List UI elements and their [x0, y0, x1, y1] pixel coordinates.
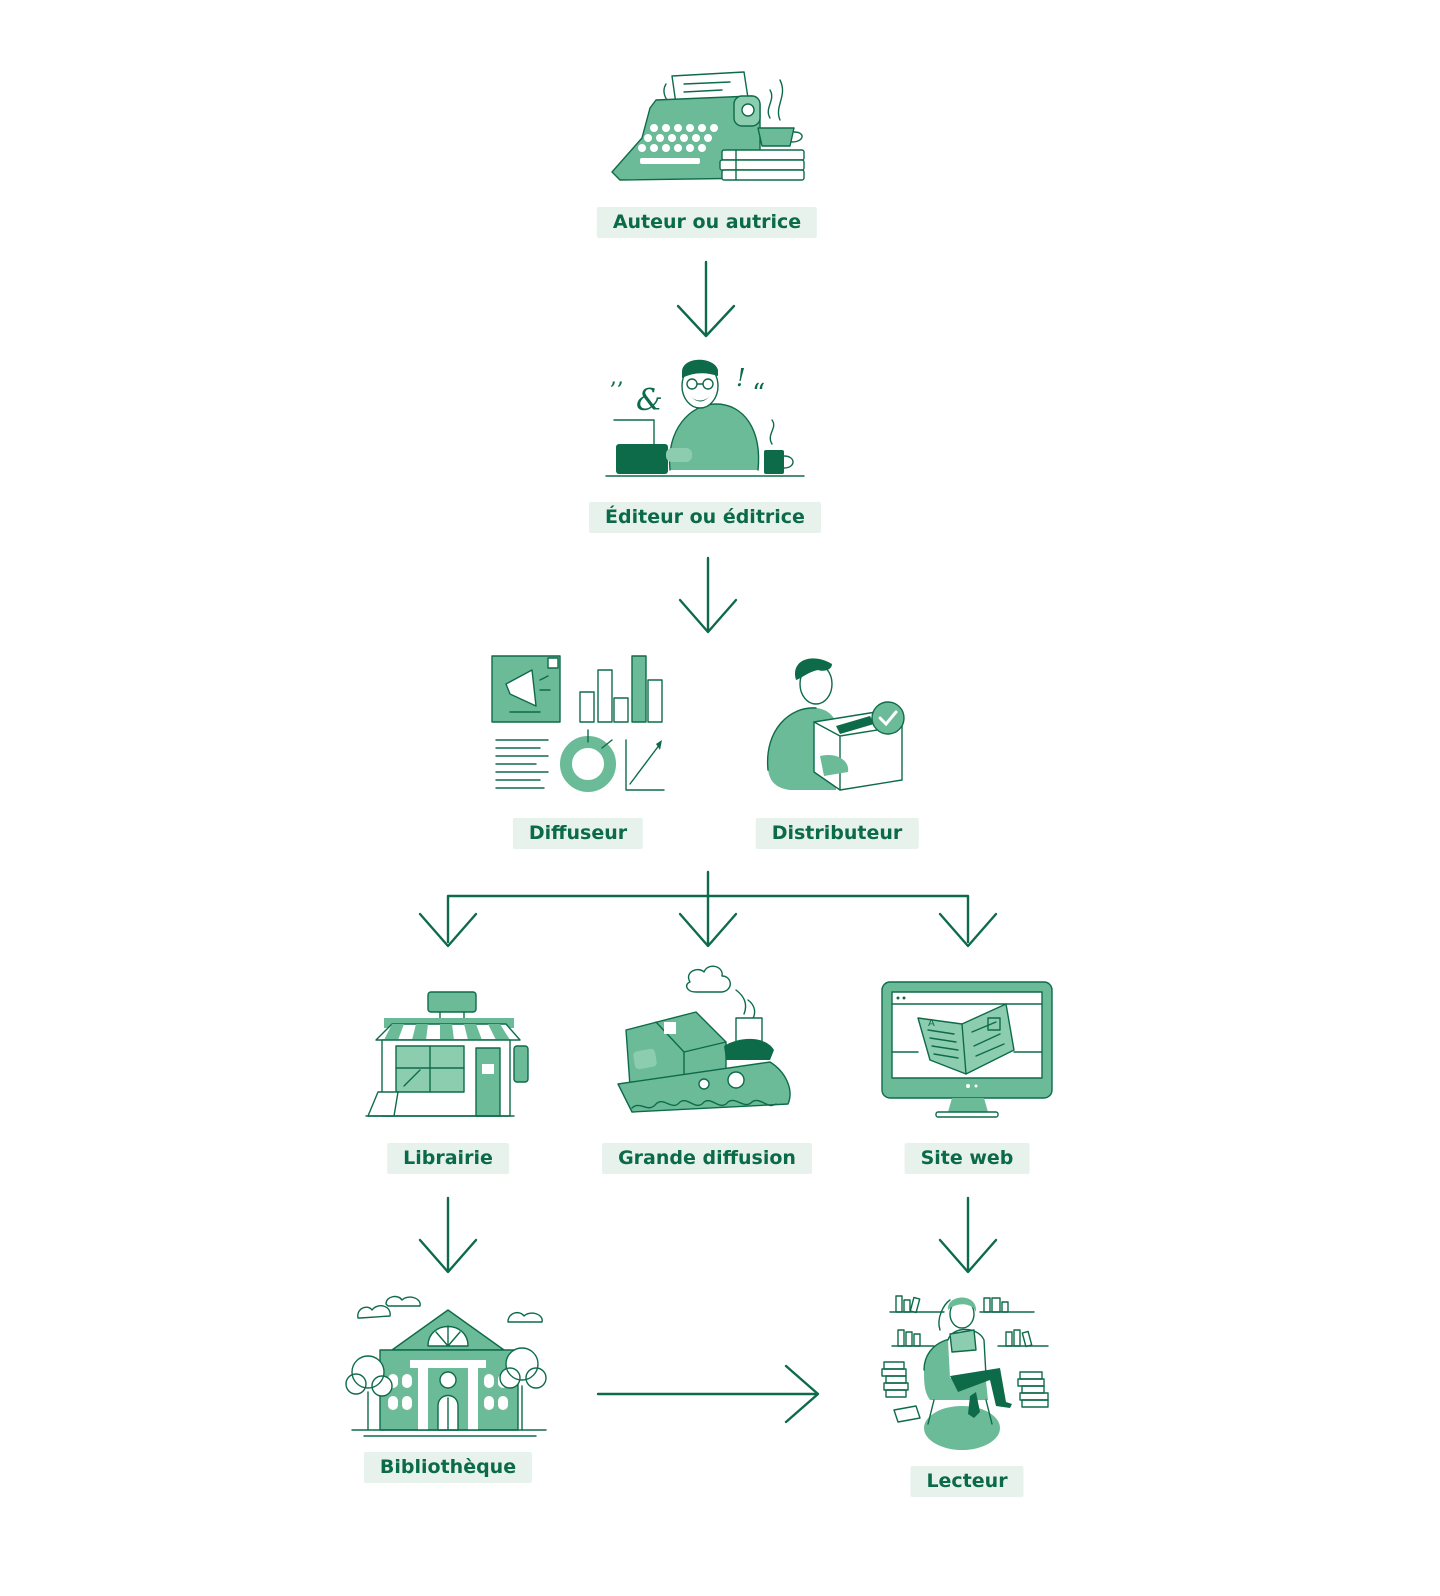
node-label-site-web: Site web	[904, 1143, 1030, 1174]
svg-text:“: “	[752, 379, 765, 409]
arrow-librairie-to-bibliotheque	[418, 1196, 478, 1274]
node-label-distributeur: Distributeur	[755, 818, 919, 849]
arrow-auteur-to-editeur	[676, 260, 736, 338]
node-label-bibliotheque: Bibliothèque	[363, 1452, 533, 1483]
connector-arrows	[418, 260, 998, 1424]
svg-text:,,: ,,	[610, 365, 624, 390]
monitor-book-icon: A	[881, 981, 1053, 1118]
arrow-editeur-to-diffusion	[678, 556, 738, 634]
svg-text:!: !	[736, 364, 746, 392]
node-label-lecteur: Lecteur	[910, 1466, 1024, 1497]
library-building-icon	[345, 1295, 547, 1437]
node-label-auteur: Auteur ou autrice	[596, 207, 818, 238]
arrow-branch-to-retail	[418, 870, 998, 948]
typewriter-icon	[611, 71, 805, 181]
node-label-diffuseur: Diffuseur	[512, 818, 644, 849]
arrow-bibliotheque-to-lecteur	[596, 1364, 820, 1424]
delivery-box-person-icon	[766, 658, 905, 791]
svg-text:A: A	[928, 1018, 935, 1029]
bookshop-icon	[365, 991, 529, 1117]
node-label-librairie: Librairie	[387, 1143, 509, 1174]
marketing-charts-icon	[491, 655, 665, 792]
node-label-editeur: Éditeur ou éditrice	[589, 502, 821, 533]
arrow-siteweb-to-lecteur	[938, 1196, 998, 1274]
reader-person-icon	[881, 1295, 1049, 1450]
cargo-ship-icon	[617, 965, 791, 1113]
svg-text:&: &	[636, 383, 663, 418]
node-label-grande-diffusion: Grande diffusion	[602, 1143, 812, 1174]
editor-person-icon: ,, & ! “	[605, 359, 805, 477]
